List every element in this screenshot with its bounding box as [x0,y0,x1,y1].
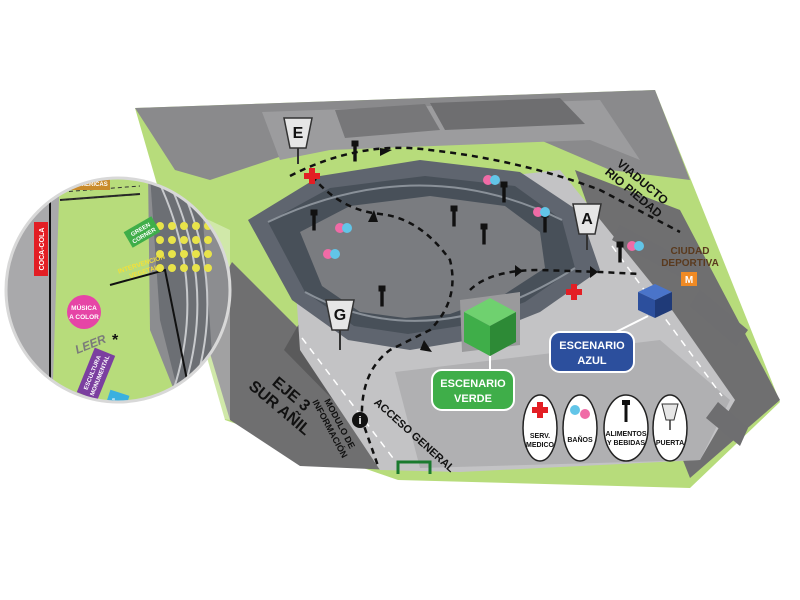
asterisk-icon: * [112,332,119,349]
metro-icon: M [681,272,697,286]
svg-text:ESCENARIO: ESCENARIO [559,340,625,352]
legend-item-restroom: BAÑOS [562,394,598,462]
medical-cross-icon [304,168,320,184]
escenario-azul-label: ESCENARIO AZUL [549,331,635,373]
legend: SERV. MEDICO BAÑOS ALIMENTOS Y BEBIDAS P… [522,394,688,462]
svg-text:*: * [112,332,119,349]
route-arrow [380,148,392,156]
svg-text:VERDE: VERDE [454,393,492,405]
svg-text:PUERTA: PUERTA [656,440,684,447]
gate-e-marker[interactable]: E [283,117,313,164]
magnifier-lens-ring [4,176,232,404]
inset-magnified-view: GRANJA DE LAS AMÉRICAS COCA-COLA GREEN C… [6,173,230,418]
svg-text:MEDICO: MEDICO [526,442,555,449]
svg-text:BAÑOS: BAÑOS [567,435,593,444]
svg-text:ESCENARIO: ESCENARIO [440,378,506,390]
svg-text:Escenas: Escenas [106,397,117,416]
svg-text:Vidas: Vidas [112,402,121,415]
building-block [690,290,748,346]
green-corner-label: GREEN CORNER [123,216,161,248]
svg-text:ALIMENTOS: ALIMENTOS [605,431,646,438]
escenario-azul-stage[interactable] [615,284,672,333]
svg-text:AZUL: AZUL [577,355,607,367]
svg-text:GRANJA DE: GRANJA DE [67,173,102,179]
gate-g-marker[interactable]: G [325,299,355,350]
plant-grid-icon [156,222,212,272]
coca-cola-label: COCA-COLA [34,222,48,276]
route-arrow [590,266,598,278]
legend-item-medical: SERV. MEDICO [522,394,558,462]
escultura-monumental-label: ESCULTURA MONUMENTAL [76,347,116,401]
escenario-verde-stage[interactable] [464,298,516,370]
building-block [335,104,440,138]
svg-text:M: M [685,275,693,286]
restroom-marker-group [323,175,644,259]
svg-text:DEPORTIVA: DEPORTIVA [661,258,719,269]
route-arrow [420,340,432,352]
svg-text:SERV.: SERV. [530,433,550,440]
route-arrow [515,265,523,277]
svg-text:Salada: Salada [117,402,126,418]
building-block [430,98,585,130]
svg-text:MÚSICA: MÚSICA [71,303,97,312]
svg-text:COCA-COLA: COCA-COLA [39,228,46,271]
svg-text:i: i [358,415,361,427]
musica-a-color-label: MÚSICA A COLOR [67,295,101,329]
gate-letter: A [581,211,593,228]
route-arrow [368,210,378,222]
escenario-verde-label: ESCENARIO VERDE [431,369,515,411]
food-marker-group [310,140,624,307]
svg-text:A COLOR: A COLOR [69,314,99,321]
medical-cross-icon [566,284,582,300]
legend-item-gate: PUERTA [652,394,688,462]
svg-text:Y BEBIDAS: Y BEBIDAS [607,440,645,447]
legend-item-food: ALIMENTOS Y BEBIDAS [603,394,649,462]
route-path [289,146,681,234]
info-module-icon[interactable]: i [352,412,368,428]
ciudad-deportiva-label: CIUDAD DEPORTIVA [661,246,719,269]
road-markings [301,245,723,463]
gate-letter: E [293,125,304,142]
building-block [706,402,748,446]
gate-a-marker[interactable]: A [572,203,602,250]
gate-letter: G [334,307,346,324]
svg-text:CIUDAD: CIUDAD [671,246,710,257]
entrance-gate-icon [396,460,432,474]
building-block [612,225,700,282]
route-path [311,175,454,467]
